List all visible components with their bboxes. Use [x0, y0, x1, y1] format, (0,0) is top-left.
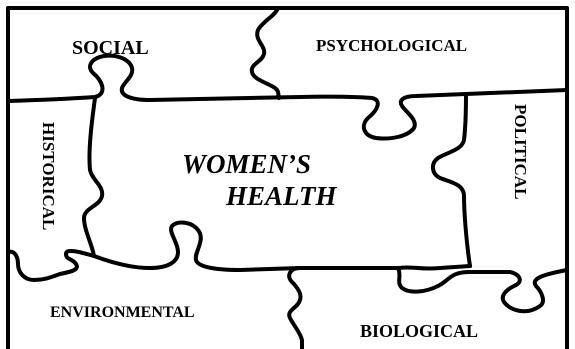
- seam-top-middle: [6, 53, 569, 141]
- label-political: POLITICAL: [511, 104, 530, 200]
- seam-bottom-middle: [92, 220, 472, 272]
- seam-right-middle: [431, 92, 472, 268]
- label-environmental: ENVIRONMENTAL: [50, 304, 195, 321]
- seam-left-middle: [82, 96, 105, 258]
- label-biological: BIOLOGICAL: [360, 321, 479, 341]
- frame-border: [6, 6, 569, 349]
- seam-bottom-right: [396, 266, 569, 314]
- center-title-line1: WOMEN’S: [182, 149, 312, 179]
- label-social: SOCIAL: [72, 37, 149, 59]
- label-psychological: PSYCHOLOGICAL: [316, 36, 468, 55]
- center-title-line2: HEALTH: [226, 181, 337, 211]
- seam-bottom-vertical: [287, 266, 304, 349]
- seam-historical-notch: [6, 248, 96, 282]
- label-historical: HISTORICAL: [39, 122, 58, 231]
- seam-top-vertical: [249, 6, 281, 100]
- center-title: WOMEN’S HEALTH: [160, 148, 370, 212]
